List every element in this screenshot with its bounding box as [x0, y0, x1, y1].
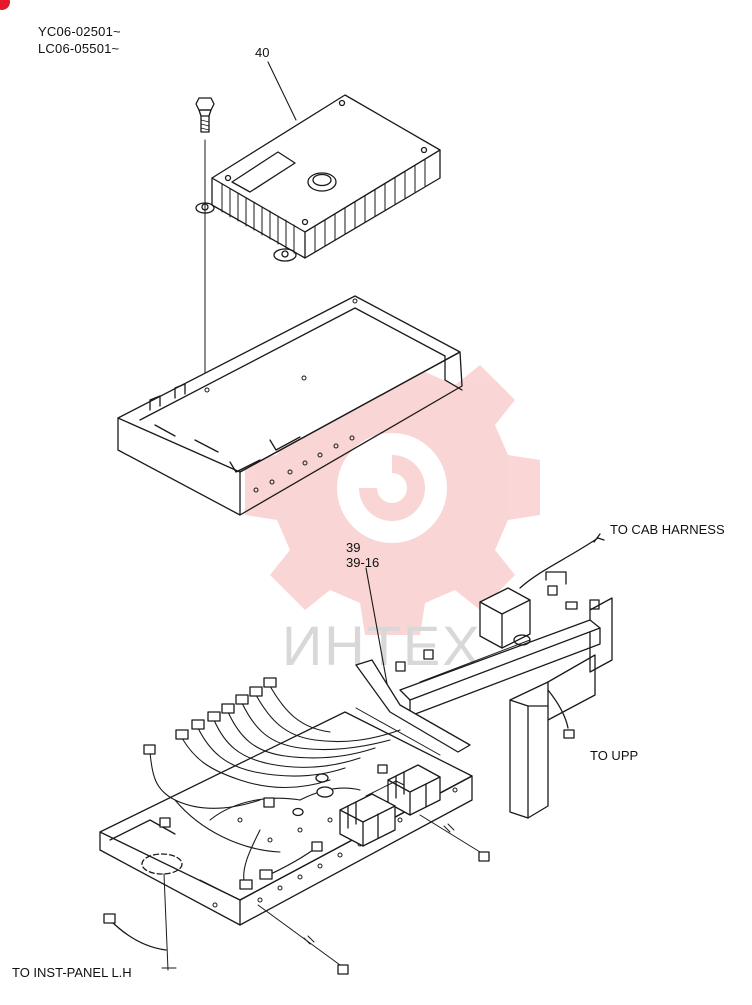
controller-part-40	[195, 61, 441, 262]
serial-range-yc: YC06-02501~	[38, 24, 121, 39]
corner-mark	[0, 0, 10, 10]
harness-assembly-part-39	[99, 533, 613, 975]
label-to-upp: TO UPP	[590, 748, 639, 763]
callout-39: 39	[346, 540, 361, 555]
mounting-tray	[117, 295, 463, 516]
label-to-inst-panel: TO INST-PANEL L.H	[12, 965, 132, 980]
watermark-text: ИНТЕХ	[282, 614, 482, 677]
mounting-bolt	[195, 97, 215, 391]
callout-39-16: 39-16	[346, 555, 380, 570]
serial-range-lc: LC06-05501~	[38, 41, 120, 56]
label-to-cab-harness: TO CAB HARNESS	[610, 522, 725, 537]
callout-40: 40	[255, 45, 270, 60]
